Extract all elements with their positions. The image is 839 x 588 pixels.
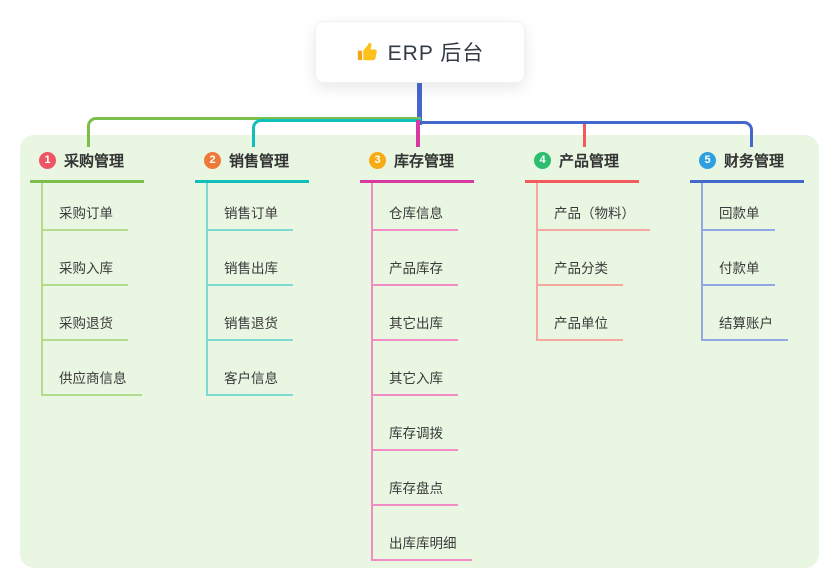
branch-children: 仓库信息产品库存其它出库其它入库库存调拨库存盘点出库库明细 [371, 183, 472, 561]
child-node[interactable]: 产品单位 [538, 286, 623, 341]
child-node[interactable]: 客户信息 [208, 341, 293, 396]
child-node[interactable]: 仓库信息 [373, 183, 458, 231]
branch-title: 采购管理 [64, 153, 125, 170]
branch-title: 产品管理 [559, 153, 620, 170]
branch-product: 4 产品管理 产品（物料）产品分类产品单位 [525, 147, 650, 341]
branch-purchase: 1 采购管理 采购订单采购入库采购退货供应商信息 [30, 147, 144, 396]
child-node[interactable]: 结算账户 [703, 286, 788, 341]
branch-title-row[interactable]: 4 产品管理 [525, 147, 639, 183]
connector-branch-2 [252, 119, 421, 147]
branch-number-badge: 1 [39, 152, 56, 169]
root-title: ERP 后台 [387, 42, 485, 65]
branch-inventory: 3 库存管理 仓库信息产品库存其它出库其它入库库存调拨库存盘点出库库明细 [360, 147, 474, 561]
child-node[interactable]: 其它出库 [373, 286, 458, 341]
root-trunk-connector [417, 79, 422, 125]
child-node[interactable]: 库存盘点 [373, 451, 458, 506]
root-node[interactable]: ERP 后台 [315, 21, 525, 83]
branch-title-row[interactable]: 2 销售管理 [195, 147, 309, 183]
child-node[interactable]: 库存调拨 [373, 396, 458, 451]
branch-finance: 5 财务管理 回款单付款单结算账户 [690, 147, 804, 341]
child-node[interactable]: 出库库明细 [373, 506, 472, 561]
branch-title: 销售管理 [229, 153, 290, 170]
branch-title: 库存管理 [394, 153, 455, 170]
canvas-panel [20, 135, 819, 568]
branch-children: 销售订单销售出库销售退货客户信息 [206, 183, 293, 396]
branch-title-row[interactable]: 3 库存管理 [360, 147, 474, 183]
branch-sales: 2 销售管理 销售订单销售出库销售退货客户信息 [195, 147, 309, 396]
branch-number-badge: 3 [369, 152, 386, 169]
branch-title-row[interactable]: 1 采购管理 [30, 147, 144, 183]
child-node[interactable]: 销售订单 [208, 183, 293, 231]
child-node[interactable]: 产品分类 [538, 231, 623, 286]
child-node[interactable]: 产品库存 [373, 231, 458, 286]
branch-number-badge: 2 [204, 152, 221, 169]
branch-number-badge: 4 [534, 152, 551, 169]
child-node[interactable]: 采购入库 [43, 231, 128, 286]
child-node[interactable]: 供应商信息 [43, 341, 142, 396]
branch-title-row[interactable]: 5 财务管理 [690, 147, 804, 183]
child-node[interactable]: 其它入库 [373, 341, 458, 396]
branch-number-badge: 5 [699, 152, 716, 169]
child-node[interactable]: 付款单 [703, 231, 775, 286]
thumbs-up-icon [357, 42, 377, 60]
connector-branch-5 [419, 121, 753, 147]
branch-title: 财务管理 [724, 153, 785, 170]
connector-branch-3 [416, 120, 420, 147]
child-node[interactable]: 采购订单 [43, 183, 128, 231]
branch-children: 回款单付款单结算账户 [701, 183, 788, 341]
connector-branch-4 [583, 122, 586, 147]
connector-branch-1 [87, 117, 421, 147]
branch-children: 采购订单采购入库采购退货供应商信息 [41, 183, 142, 396]
branch-children: 产品（物料）产品分类产品单位 [536, 183, 650, 341]
child-node[interactable]: 采购退货 [43, 286, 128, 341]
child-node[interactable]: 回款单 [703, 183, 775, 231]
child-node[interactable]: 销售出库 [208, 231, 293, 286]
child-node[interactable]: 产品（物料） [538, 183, 650, 231]
child-node[interactable]: 销售退货 [208, 286, 293, 341]
